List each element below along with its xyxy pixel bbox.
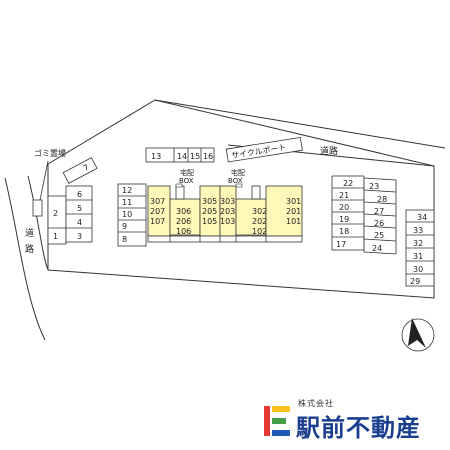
parking-top: [145, 147, 215, 163]
road-left-label-1: 道: [25, 227, 34, 239]
unit-303: 303: [220, 197, 235, 206]
garbage-area: ゴミ置場: [32, 148, 66, 217]
parking-slot-label: 7: [82, 163, 91, 173]
road-top-label: 道路: [320, 145, 338, 157]
parking-slot-7: 7: [62, 157, 98, 184]
cycle-port: サイクルポート: [225, 136, 303, 163]
unit-301: 301: [286, 197, 301, 206]
company-type: 株式会社: [298, 399, 334, 408]
parking-slot-29: 29: [410, 277, 420, 286]
parking-slot-20: 20: [339, 203, 349, 212]
parking-slot-5: 5: [77, 204, 82, 213]
parking-slot-15: 15: [190, 152, 200, 161]
unit-103: 103: [220, 217, 235, 226]
parking-slot-18: 18: [339, 227, 349, 236]
parking-left: [47, 185, 93, 245]
unit-306: 306: [176, 207, 191, 216]
unit-107: 107: [150, 217, 165, 226]
parking-slot-30: 30: [413, 265, 423, 274]
apartment-building: [147, 185, 303, 237]
company-name: 駅前不動産: [296, 414, 421, 442]
parking-slot-31: 31: [413, 252, 423, 261]
unit-201: 201: [286, 207, 301, 216]
parking-slot-11: 11: [122, 198, 132, 207]
unit-202: 202: [252, 217, 267, 226]
company-logo: 株式会社 駅前不動産: [262, 398, 442, 442]
unit-205: 205: [202, 207, 217, 216]
parking-slot-3: 3: [77, 232, 82, 241]
parking-slot-8: 8: [122, 235, 127, 244]
unit-207: 207: [150, 207, 165, 216]
parking-slot-34: 34: [417, 213, 427, 222]
parking-slot-17: 17: [336, 240, 346, 249]
parking-slot-23: 23: [369, 182, 379, 191]
parking-slot-1: 1: [53, 232, 58, 241]
parking-slot-22: 22: [343, 179, 353, 188]
garbage-box: [32, 199, 43, 217]
delivery-box-1: [175, 183, 183, 188]
site-boundary: [47, 99, 435, 299]
delivery-box-1-label-b: BOX: [179, 177, 194, 185]
logo-mark-icon: [264, 406, 290, 436]
parking-slot-10: 10: [122, 210, 132, 219]
unit-106: 106: [176, 227, 191, 236]
delivery-box-2-label-a: 宅配: [231, 168, 245, 177]
delivery-box-2-label-b: BOX: [228, 177, 243, 185]
parking-slot-25: 25: [374, 231, 384, 240]
unit-101: 101: [286, 217, 301, 226]
parking-slot-13: 13: [151, 152, 161, 161]
unit-305: 305: [202, 197, 217, 206]
parking-slot-2: 2: [53, 209, 58, 218]
unit-105: 105: [202, 217, 217, 226]
parking-slot-28: 28: [377, 195, 387, 204]
delivery-box-1-label-a: 宅配: [180, 168, 194, 177]
road-left-label-2: 路: [25, 243, 34, 255]
left-road: [4, 175, 49, 341]
delivery-box-2: [235, 183, 243, 188]
parking-slot-12: 12: [122, 186, 132, 195]
parking-slot-26: 26: [374, 219, 384, 228]
parking-right-c: [405, 209, 435, 287]
parking-slot-32: 32: [413, 239, 423, 248]
parking-right-ab: [331, 175, 397, 255]
parking-slot-33: 33: [413, 226, 423, 235]
unit-307: 307: [150, 197, 165, 206]
parking-slot-14: 14: [177, 152, 187, 161]
parking-slot-27: 27: [374, 207, 384, 216]
parking-slot-19: 19: [339, 215, 349, 224]
parking-slot-21: 21: [339, 191, 349, 200]
building-base: [147, 235, 303, 243]
unit-206: 206: [176, 217, 191, 226]
parking-slot-9: 9: [122, 222, 127, 231]
parking-middle: [117, 183, 147, 247]
parking-slot-16: 16: [203, 152, 213, 161]
parking-slot-24: 24: [372, 244, 382, 253]
parking-slot-4: 4: [77, 218, 82, 227]
unit-302: 302: [252, 207, 267, 216]
garbage-label: ゴミ置場: [34, 148, 66, 158]
unit-203: 203: [220, 207, 235, 216]
parking-slot-6: 6: [77, 190, 82, 199]
unit-102: 102: [252, 227, 267, 236]
north-arrow-icon: [401, 318, 435, 352]
